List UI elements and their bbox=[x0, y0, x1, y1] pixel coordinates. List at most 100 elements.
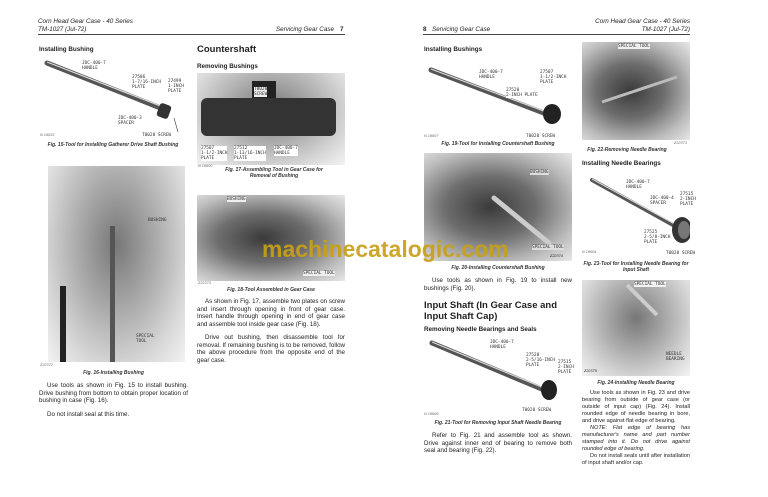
paragraph: Do not install seals until after install… bbox=[582, 453, 690, 466]
countershaft-text: Fig. 18-Tool Assembled in Gear Case As s… bbox=[197, 287, 345, 364]
label-special-tool: SPECIAL TOOL bbox=[303, 271, 335, 276]
figure-24-photo: SPECIAL TOOL NEEDLE BEARING Z22379 bbox=[582, 280, 690, 376]
header-tm: TM-1027 (Jul-72) bbox=[641, 26, 690, 33]
caption-fig22: Fig. 22-Removing Needle Bearing bbox=[587, 147, 667, 153]
page-number: 7 bbox=[340, 26, 344, 33]
caption-fig21: Fig. 21-Tool for Removing Input Shaft Ne… bbox=[434, 420, 562, 426]
figure-id: Z22373 bbox=[198, 281, 211, 285]
subheading-removing-needle-bearings: Removing Needle Bearings and Seals bbox=[424, 326, 537, 333]
paragraph: Use tools as shown in Fig. 23 and drive … bbox=[582, 390, 690, 424]
label-plate: 27520 2-INCH PLATE bbox=[506, 88, 538, 98]
needle-bearing-text: Fig. 24-Installing Needle Bearing Use to… bbox=[582, 380, 690, 467]
label-handle: JDC-400-7 HANDLE bbox=[274, 146, 298, 156]
label-handle: JDC-400-7 HANDLE bbox=[82, 61, 106, 71]
heading-countershaft: Countershaft bbox=[197, 44, 257, 55]
label-bushing: BUSHING bbox=[530, 170, 549, 175]
label-plate: 27515 2-INCH PLATE bbox=[680, 192, 696, 207]
gear-case bbox=[201, 98, 336, 136]
header-rule bbox=[423, 34, 690, 35]
label-special-tool: SPECIAL TOOL bbox=[618, 44, 650, 49]
label-plate: 27525 2-5/8-INCH PLATE bbox=[644, 230, 671, 245]
paragraph: Use tools as shown in Fig. 19 to install… bbox=[424, 277, 572, 292]
caption-fig15: Fig. 15-Tool for Installing Gatherer Dri… bbox=[47, 142, 179, 148]
page-number: 8 bbox=[423, 26, 427, 33]
label-screw: T0020 SCREW bbox=[526, 134, 556, 139]
tool-drawing bbox=[428, 67, 561, 124]
figure-id: Z22379 bbox=[584, 369, 597, 373]
label-plate: 27506 1-7/16-INCH PLATE bbox=[132, 75, 162, 90]
paragraph: As shown in Fig. 17, assemble two plates… bbox=[197, 298, 345, 328]
heading-input-shaft: Input Shaft (In Gear Case and Input Shaf… bbox=[424, 300, 558, 322]
heading-installing-needle-bearings: Installing Needle Bearings bbox=[582, 160, 661, 167]
label-plate: 27507 1-1/2-INCH PLATE bbox=[201, 146, 228, 161]
installing-bushing-text: Fig. 16-Installing Bushing Use tools as … bbox=[39, 370, 188, 418]
figure-18-photo: BUSHING SPECIAL TOOL bbox=[197, 195, 345, 281]
label-plate: 27515 2-INCH PLATE bbox=[558, 360, 574, 375]
paragraph: Use tools as shown in Fig. 15 to install… bbox=[39, 382, 188, 404]
paragraph: Refer to Fig. 21 and assemble tool as sh… bbox=[424, 432, 572, 454]
figure-id: Z22372 bbox=[40, 363, 53, 367]
figure-21: JDC-400-7 HANDLE 27520 2-5/16-INCH PLATE… bbox=[424, 336, 574, 418]
caption-fig17: Fig. 17-Assembling Tool in Gear Case for… bbox=[225, 167, 323, 179]
tool-drawing bbox=[429, 340, 557, 400]
figure-20-photo: BUSHING SPECIAL TOOL Z22374 bbox=[424, 153, 572, 261]
watermark: machinecatalogic.com bbox=[262, 236, 509, 262]
header-section: Servicing Gear Case bbox=[275, 26, 334, 33]
label-handle: JDC-400-7 HANDLE bbox=[490, 340, 514, 350]
header-tm: TM-1027 (Jul-72) bbox=[38, 26, 87, 33]
label-special-tool: SPECIAL TOOL bbox=[532, 245, 564, 250]
special-tool-rod bbox=[110, 226, 115, 362]
caption-fig20: Fig. 20-Installing Countershaft Bushing bbox=[451, 265, 545, 271]
figure-id: N 19609 bbox=[424, 412, 439, 416]
caption-fig16: Fig. 16-Installing Bushing bbox=[83, 370, 144, 376]
tool-drawing bbox=[44, 60, 179, 133]
header-title: Corn Head Gear Case - 40 Series bbox=[38, 18, 133, 25]
special-tool-rod bbox=[601, 75, 678, 104]
label-plate: 27512 1-13/16-INCH PLATE bbox=[234, 146, 266, 161]
heading-installing-bushing: Installing Bushing bbox=[39, 46, 94, 53]
figure-id: Z22373 bbox=[674, 141, 687, 145]
label-handle: JDC-400-7 HANDLE bbox=[479, 70, 503, 80]
paragraph: Do not install seal at this time. bbox=[47, 410, 130, 418]
label-bushing: BUSHING bbox=[148, 218, 167, 223]
label-screw: T0020 SCREW bbox=[522, 408, 552, 413]
figure-22-photo: SPECIAL TOOL bbox=[582, 42, 690, 140]
header-rule bbox=[38, 34, 345, 35]
header-section: Servicing Gear Case bbox=[432, 26, 491, 33]
caption-fig24: Fig. 24-Installing Needle Bearing bbox=[597, 380, 675, 386]
note-paragraph: NOTE: Flat edge of bearing has manufactu… bbox=[582, 425, 690, 452]
figure-id: N 19604 bbox=[582, 250, 597, 254]
figure-19: JDC-400-7 HANDLE 27507 1-1/2-INCH PLATE … bbox=[424, 58, 572, 140]
right-page-left-column-text: Fig. 20-Installing Countershaft Bushing … bbox=[424, 265, 574, 455]
caption-fig19: Fig. 19-Tool for Installing Countershaft… bbox=[441, 141, 555, 147]
tool-drawing bbox=[590, 178, 690, 243]
vise-handle bbox=[60, 286, 66, 362]
figure-16-photo: BUSHING SPECIAL TOOL bbox=[48, 166, 185, 362]
label-screw: T0020 SCREW bbox=[142, 133, 172, 138]
label-needle-bearing: NEEDLE BEARING bbox=[666, 352, 685, 362]
label-handle: JDC-400-7 HANDLE bbox=[626, 180, 650, 190]
special-tool-rod bbox=[625, 283, 659, 317]
header-title: Corn Head Gear Case - 40 Series bbox=[595, 18, 690, 25]
figure-id: N 19607 bbox=[424, 134, 439, 138]
label-plate: 27499 1-INCH PLATE bbox=[168, 79, 184, 94]
heading-installing-bushings: Installing Bushings bbox=[424, 46, 483, 53]
label-plate: 27520 2-5/16-INCH PLATE bbox=[526, 353, 556, 368]
subheading-removing-bushings: Removing Bushings bbox=[197, 63, 258, 70]
label-special-tool: SPECIAL TOOL bbox=[136, 334, 155, 344]
paragraph: Drive out bushing, then disassemble tool… bbox=[197, 334, 345, 364]
label-plate: 27507 1-1/2-INCH PLATE bbox=[540, 70, 567, 85]
label-spacer: JDC-400-4 SPACER bbox=[650, 196, 674, 206]
label-screw: T0020 SCREW bbox=[666, 251, 696, 256]
label-spacer: JDC-400-3 SPACER bbox=[118, 116, 142, 126]
figure-id: N 19600 bbox=[198, 164, 213, 168]
figure-15: JDC-400-7 HANDLE 27506 1-7/16-INCH PLATE… bbox=[38, 56, 188, 140]
figure-23: JDC-400-7 HANDLE JDC-400-4 SPACER 27515 … bbox=[582, 170, 696, 258]
figure-id: N 19633 bbox=[40, 133, 55, 137]
special-tool-rod bbox=[491, 195, 552, 246]
caption-fig23: Fig. 23-Tool for Installing Needle Beari… bbox=[583, 261, 689, 273]
caption-fig18: Fig. 18-Tool Assembled in Gear Case bbox=[227, 287, 315, 293]
label-screw: T0020 SCREW bbox=[254, 87, 268, 97]
label-bushing: BUSHING bbox=[227, 197, 246, 202]
figure-id: Z22374 bbox=[550, 254, 563, 258]
